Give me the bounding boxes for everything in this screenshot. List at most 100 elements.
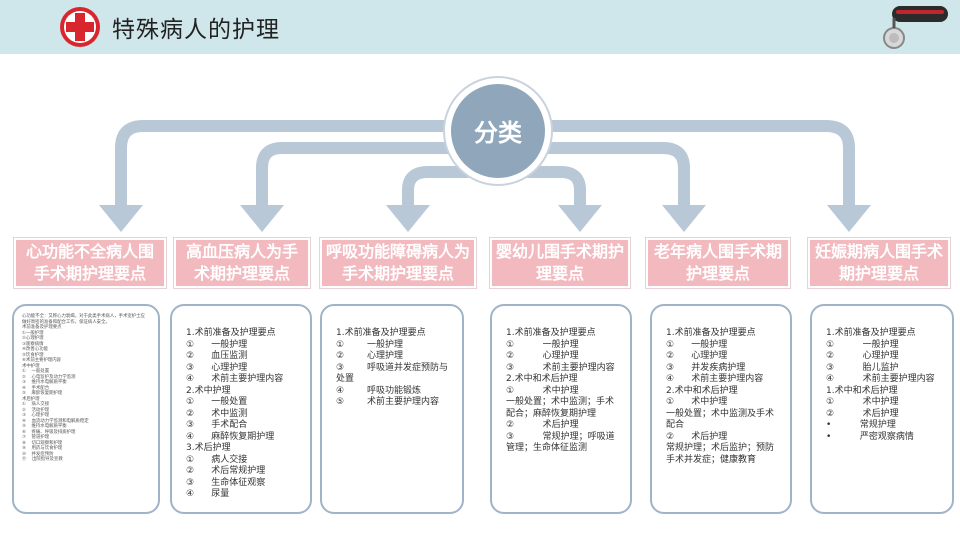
header-bar: [0, 0, 960, 54]
content-line: ④ 术前主要护理内容: [826, 374, 935, 384]
content-line: ① 术中护理: [506, 385, 579, 396]
content-line: ① 一般护理: [336, 339, 403, 350]
red-cross-logo-icon: [60, 7, 100, 47]
content-line: ③观察病情: [22, 341, 44, 347]
content-line: ④ 尿量: [186, 489, 230, 499]
content-line: ① 一般护理: [186, 339, 248, 350]
content-line: 1.术中和术后护理: [826, 385, 898, 396]
content-line: ② 心理护理: [336, 351, 403, 361]
content-line: ③ 手术配合: [186, 420, 248, 430]
center-label: 分类: [474, 119, 522, 147]
content-line: ③ 术前主要护理内容: [506, 362, 615, 373]
category-title: 老年病人围手术期护理要点: [646, 238, 790, 288]
content-line: ⑤ 术前主要护理内容: [336, 397, 439, 407]
content-line: ①一般护理: [22, 330, 44, 336]
content-line: ② 活动护理: [22, 407, 50, 413]
content-line: ② 术后常规护理: [186, 466, 266, 476]
content-line: 1.术前准备及护理要点: [666, 328, 756, 338]
content-line: 2.术中和术后护理: [666, 385, 738, 396]
content-line: ④ 术前主要护理内容: [186, 374, 284, 384]
content-line: 心功能不全：又称心力衰竭，对于此类手术病人，手术室护士应做好周密的准备和配合工作…: [22, 314, 145, 325]
content-line: 3.术后护理: [186, 443, 231, 453]
category-title: 婴幼儿围手术期护理要点: [490, 238, 630, 288]
content-line: 1.术前准备及护理要点: [336, 328, 426, 338]
content-line: ②心理护理: [22, 336, 44, 341]
content-line: ④ 术前主要护理内容: [666, 374, 764, 384]
category-title: 呼吸功能障碍病人为手术期护理要点: [320, 238, 476, 288]
page-title: 特殊病人的护理: [112, 17, 280, 43]
content-list: 心功能不全：又称心力衰竭，对于此类手术病人，手术室护士应做好周密的准备和配合工作…: [22, 314, 148, 463]
content-line: ② 血压监测: [186, 351, 248, 361]
down-arrow-icon: [827, 205, 871, 232]
content-line: ② 术后护理: [826, 408, 899, 419]
content-line: ③ 生命体征观察: [186, 477, 266, 488]
content-line: ① 一般处置: [186, 397, 248, 407]
center-circle: [451, 84, 545, 178]
content-line: ③ 心理护理: [186, 362, 248, 373]
content-line: ④ 血流动力学监测和电解质稳定: [22, 418, 89, 424]
content-line: • 严密观察病情: [826, 431, 914, 442]
content-line: ④ 呼吸功能锻炼: [336, 385, 421, 396]
content-line: ⑤饮食护理: [22, 352, 44, 358]
content-line: ② 术后护理: [666, 431, 728, 442]
content-line: ④改善心功能: [22, 347, 48, 352]
content-line: ⑩ 并发症预防: [22, 451, 54, 457]
content-line: 2.术中和术后护理: [506, 374, 578, 384]
content-line: ③ 心理护理: [22, 413, 50, 418]
content-line: ⑪ 出院指导及宣教: [22, 457, 63, 462]
content-line: 一般处置；术中监测及手术配合: [666, 408, 775, 431]
content-line: ③ 维持水电解质平衡: [22, 380, 67, 385]
content-line: 术中护理: [22, 363, 40, 369]
stethoscope-icon: [883, 6, 948, 49]
content-line: ① 一般护理: [506, 339, 579, 350]
content-line: ② 术后护理: [506, 420, 579, 430]
down-arrow-icon: [99, 205, 143, 232]
content-line: ① 一般护理: [826, 339, 899, 350]
content-line: 常规护理；术后监护；预防手术并发症；健康教育: [666, 443, 775, 465]
down-arrow-icon: [386, 205, 430, 232]
content-line: ① 术中护理: [666, 397, 728, 407]
content-line: ⑦ 管道护理: [22, 435, 50, 440]
content-line: ⑥ 疼痛、呼吸及排痰护理: [22, 429, 76, 435]
content-line: ④ 手术配合: [22, 385, 50, 391]
content-line: ① 一般护理: [666, 339, 728, 350]
content-line: ② 术中监测: [186, 408, 248, 419]
content-line: ④ 麻醉恢复期护理: [186, 431, 275, 442]
content-line: 1.术前准备及护理要点: [186, 328, 276, 338]
content-line: 一般处置；术中监测；手术配合；麻醉恢复期护理: [506, 397, 615, 419]
content-line: ② 心理护理: [506, 351, 579, 361]
category-content-box: 心功能不全：又称心力衰竭，对于此类手术病人，手术室护士应做好周密的准备和配合工作…: [12, 304, 160, 514]
content-line: 术前准备及护理要点: [22, 325, 62, 330]
content-line: ① 术中护理: [826, 397, 899, 407]
content-line: ⑧ 切口观察和护理: [22, 440, 63, 446]
content-line: • 常规护理: [826, 420, 896, 430]
content-line: ① 病人交接: [22, 402, 50, 407]
category-title: 心功能不全病人围手术期护理要点: [14, 238, 166, 288]
down-arrow-icon: [558, 205, 602, 232]
down-arrow-icon: [240, 205, 284, 232]
content-line: 1.术前准备及护理要点: [506, 328, 596, 338]
content-line: ⑤ 麻醉恢复期护理: [22, 391, 63, 396]
content-line: 术后护理: [22, 396, 40, 402]
content-line: ② 心电监护及动力学监测: [22, 374, 76, 380]
content-line: ③ 并发疾病护理: [666, 362, 746, 373]
content-line: ③ 胎儿监护: [826, 362, 899, 373]
content-line: 2.术中护理: [186, 385, 231, 396]
content-line: ③ 常规护理；呼吸道管理；生命体征监测: [506, 431, 615, 454]
content-line: ① 病人交接: [186, 454, 248, 465]
content-line: ② 心理护理: [666, 351, 728, 361]
content-line: ⑥术前主要护理内容: [22, 358, 62, 363]
down-arrow-icon: [662, 205, 706, 232]
content-line: ⑨ 用药与饮食护理: [22, 446, 63, 451]
